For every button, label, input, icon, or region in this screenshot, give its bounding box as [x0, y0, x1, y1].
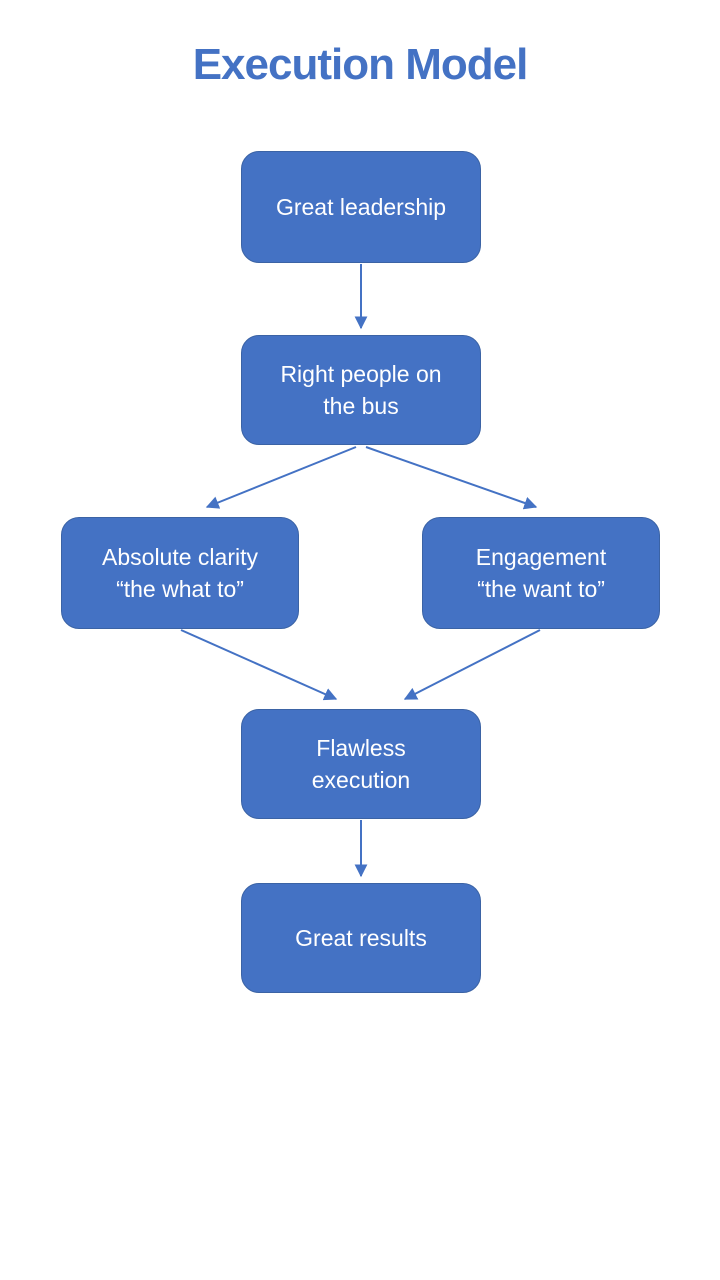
arrow-people-to-clarity: [205, 446, 357, 509]
arrow-clarity-to-execution: [180, 629, 338, 701]
node-flawless-execution: Flawless execution: [241, 709, 481, 819]
page-title: Execution Model: [192, 40, 529, 89]
arrow-engagement-to-execution: [403, 629, 541, 700]
node-great-leadership: Great leadership: [241, 151, 481, 263]
node-absolute-clarity: Absolute clarity “the what to”: [61, 517, 299, 629]
node-great-results: Great results: [241, 883, 481, 993]
node-right-people-on-the-bus: Right people on the bus: [241, 335, 481, 445]
arrow-people-to-engagement: [365, 446, 538, 510]
node-engagement: Engagement “the want to”: [422, 517, 660, 629]
